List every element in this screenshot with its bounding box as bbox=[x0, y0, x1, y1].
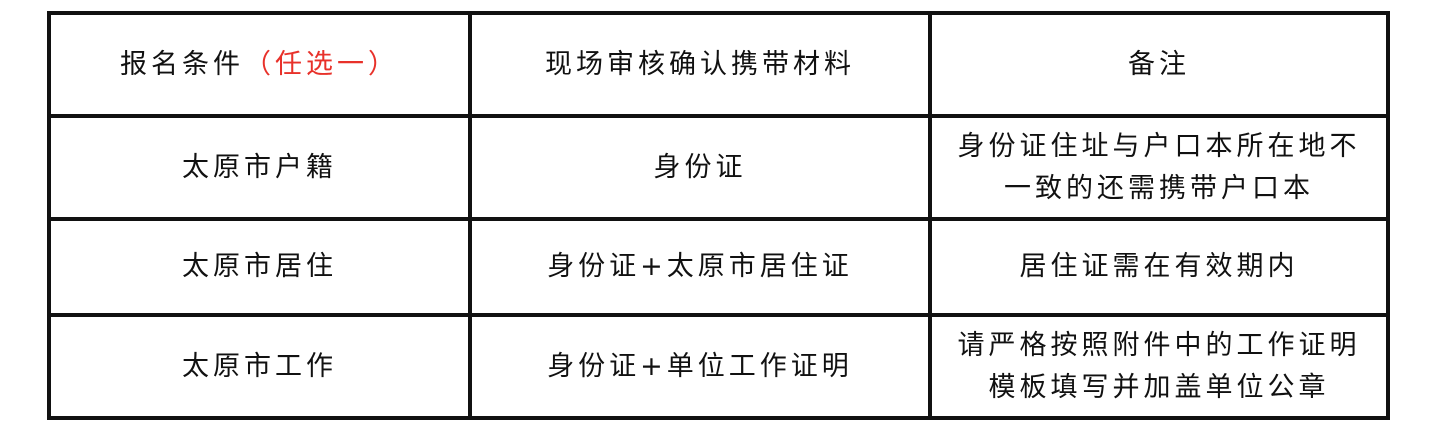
header-remark: 备注 bbox=[928, 11, 1390, 118]
remark-line: 一致的还需携带户口本 bbox=[1004, 172, 1314, 204]
header-condition: 报名条件（任选一） bbox=[47, 11, 472, 118]
header-condition-label: 报名条件 bbox=[120, 48, 244, 80]
table-header-row: 报名条件（任选一） 现场审核确认携带材料 备注 bbox=[47, 11, 1390, 118]
header-condition-note: （任选一） bbox=[244, 48, 399, 80]
cell-remark: 居住证需在有效期内 bbox=[928, 217, 1390, 317]
remark-line: 身份证住址与户口本所在地不 bbox=[957, 130, 1361, 162]
remark-line: 居住证需在有效期内 bbox=[1019, 251, 1299, 282]
table-row: 太原市居住 身份证+太原市居住证 居住证需在有效期内 bbox=[47, 217, 1390, 317]
cell-condition: 太原市户籍 bbox=[47, 114, 472, 221]
remark-line: 请严格按照附件中的工作证明 bbox=[957, 329, 1361, 361]
header-materials: 现场审核确认携带材料 bbox=[468, 11, 932, 118]
cell-materials: 身份证 bbox=[468, 114, 932, 221]
table-row: 太原市户籍 身份证 身份证住址与户口本所在地不 一致的还需携带户口本 bbox=[47, 114, 1390, 221]
requirements-table: 报名条件（任选一） 现场审核确认携带材料 备注 太原市户籍 身份证 身份证住址与… bbox=[47, 11, 1390, 420]
cell-remark: 身份证住址与户口本所在地不 一致的还需携带户口本 bbox=[928, 114, 1390, 221]
cell-materials: 身份证+太原市居住证 bbox=[468, 217, 932, 317]
cell-condition: 太原市居住 bbox=[47, 217, 472, 317]
remark-line: 模板填写并加盖单位公章 bbox=[988, 371, 1330, 403]
cell-condition: 太原市工作 bbox=[47, 313, 472, 420]
cell-remark: 请严格按照附件中的工作证明 模板填写并加盖单位公章 bbox=[928, 313, 1390, 420]
requirements-table-wrapper: 报名条件（任选一） 现场审核确认携带材料 备注 太原市户籍 身份证 身份证住址与… bbox=[47, 11, 1390, 420]
table-row: 太原市工作 身份证+单位工作证明 请严格按照附件中的工作证明 模板填写并加盖单位… bbox=[47, 313, 1390, 420]
cell-materials: 身份证+单位工作证明 bbox=[468, 313, 932, 420]
